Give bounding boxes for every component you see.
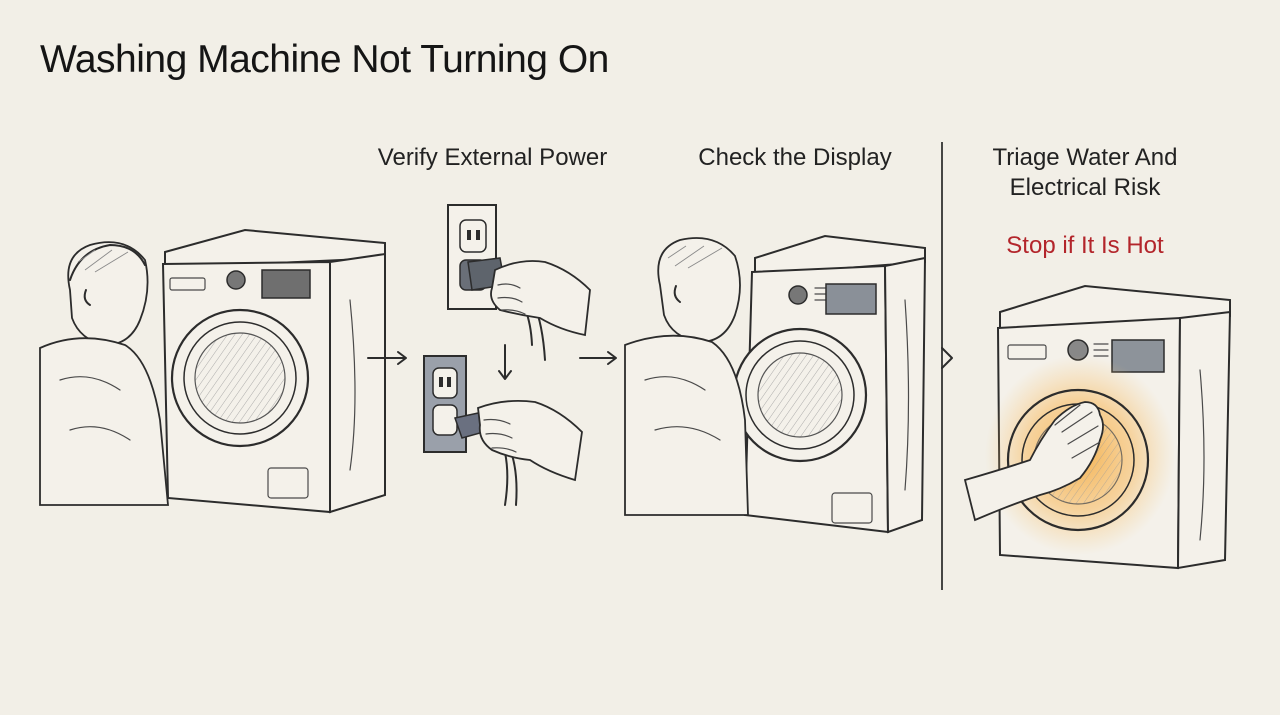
hand-bottom [477,399,583,482]
washing-machine-illustration-1 [161,228,386,514]
wall-outlet-top [447,204,497,310]
arrow-down-icon [498,344,512,380]
hand-top [490,260,591,337]
arrow-right-icon [579,351,617,365]
wall-outlet-bottom [423,355,467,453]
washing-machine-illustration-3 [985,284,1232,570]
arrow-right-icon [367,351,407,365]
warning-label: Stop if It Is Hot [1006,232,1164,259]
divider-chevron-icon [941,347,953,369]
step-label-verify-power: Verify External Power [377,144,608,171]
washing-machine-illustration-2 [732,234,927,534]
step-label-check-display: Check the Display [698,144,892,171]
hand-touching-door [963,401,1104,522]
step-label-triage-risk: Triage Water And Electrical Risk [992,144,1178,201]
person-illustration-2 [624,237,749,516]
diagram-title: Washing Machine Not Turning On [40,38,609,81]
person-illustration-1 [39,241,169,506]
